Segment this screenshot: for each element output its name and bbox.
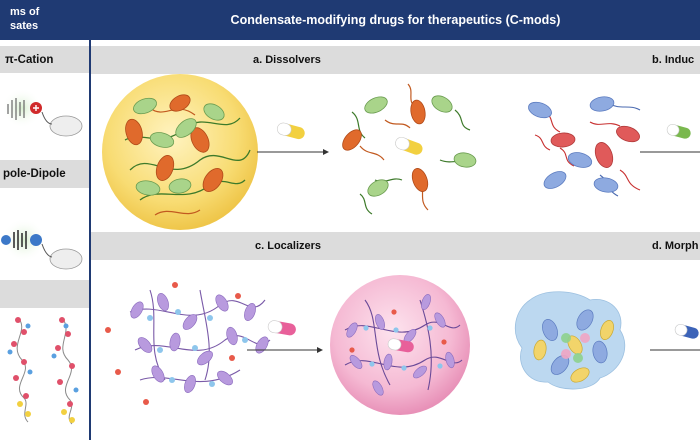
right-header: Condensate-modifying drugs for therapeut… [91,0,700,40]
localizers-condensate [330,275,470,415]
pi-cation-bar: π-Cation [0,46,89,73]
panel-divider [89,0,91,440]
pi-cation-illustration [2,88,83,137]
localizer-proteins [105,282,271,405]
section-bar-top: a. Dissolvers b. Induc [91,46,700,74]
localizer-capsule [267,320,296,336]
section-d-label: d. Morph [652,240,699,252]
right-header-title: Condensate-modifying drugs for therapeut… [230,13,561,27]
section-bar-bottom: c. Localizers d. Morph [91,232,700,260]
left-header-line1: ms of [10,6,40,18]
section-b-label: b. Induc [652,54,695,66]
dipole-label: pole-Dipole [3,168,66,180]
dipole-illustration [1,218,83,270]
section-a-label: a. Dissolvers [253,54,321,66]
dipole-icon [30,234,42,246]
inducer-proteins [528,96,700,197]
morpher-condensate [514,291,700,390]
beaded-chains [7,317,79,425]
left-header: ms of sates [0,0,89,40]
dipole-bar: pole-Dipole [0,160,89,188]
dissolvers-condensate [102,74,258,230]
third-bar [0,280,89,308]
section-c-label: c. Localizers [255,240,322,252]
pi-cation-label: π-Cation [5,54,54,66]
dissolved-proteins [342,83,477,215]
drug-capsule-icon [276,122,305,140]
left-header-line2: sates [10,20,39,32]
